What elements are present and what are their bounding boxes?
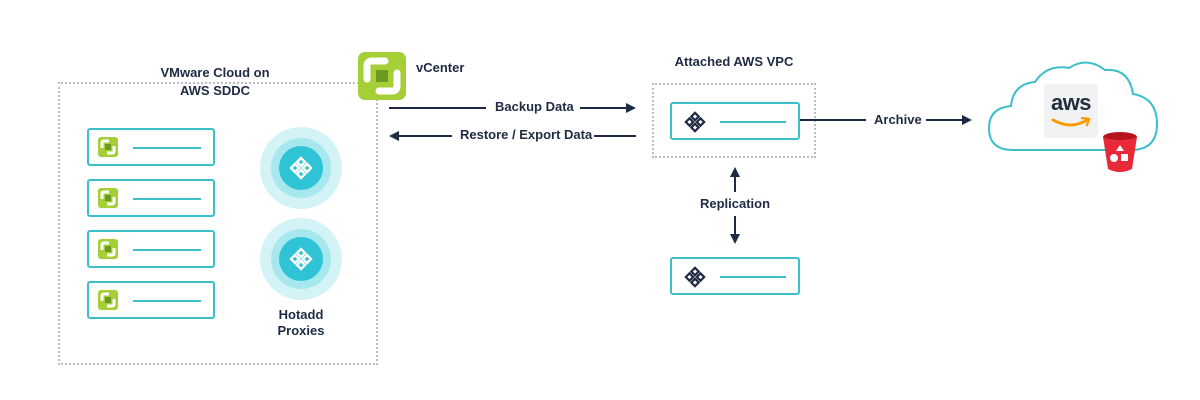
archive-label: Archive <box>874 112 922 127</box>
aws-logo-tile <box>1044 84 1098 138</box>
arrow-right-icon <box>962 115 972 125</box>
replication-label: Replication <box>699 196 771 211</box>
aws-smile-icon <box>1051 117 1091 127</box>
arrow-right-icon <box>626 103 636 113</box>
vmware-icon <box>98 239 118 259</box>
node-icon <box>684 266 706 288</box>
vm-host-box[interactable] <box>87 128 215 166</box>
hotadd-proxies-label: Hotadd Proxies <box>251 307 351 339</box>
sddc-title: VMware Cloud on AWS SDDC <box>130 64 300 100</box>
archive-arrow-line-left <box>800 119 866 121</box>
replica-node-box[interactable] <box>670 257 800 295</box>
vm-host-line <box>133 249 201 251</box>
node-icon <box>684 111 706 133</box>
s3-bucket-icon <box>1103 132 1137 172</box>
replication-line-top <box>734 176 736 192</box>
proxy-core <box>279 237 323 281</box>
sddc-title-line2: AWS SDDC <box>179 83 251 98</box>
vmware-icon <box>98 290 118 310</box>
vm-host-line <box>133 300 201 302</box>
vcenter-label: vCenter <box>416 60 465 75</box>
proxy-node-icon <box>289 156 313 180</box>
replication-line-bottom <box>734 216 736 234</box>
vpc-title: Attached AWS VPC <box>674 54 794 69</box>
replica-node-line <box>720 276 786 278</box>
proxy-node-icon <box>289 247 313 271</box>
aws-logo-text: aws <box>1050 90 1092 115</box>
backup-arrow-line-left <box>389 107 486 109</box>
vm-host-box[interactable] <box>87 179 215 217</box>
vm-host-box[interactable] <box>87 281 215 319</box>
vpc-node-line <box>720 121 786 123</box>
proxy-core <box>279 146 323 190</box>
vmware-icon <box>98 188 118 208</box>
restore-export-label: Restore / Export Data <box>460 127 593 142</box>
arrow-down-icon <box>730 234 740 244</box>
hotadd-proxy[interactable] <box>260 218 342 300</box>
vm-host-line <box>133 198 201 200</box>
backup-data-label: Backup Data <box>495 99 574 114</box>
hotadd-proxies-line2: Proxies <box>277 323 325 338</box>
hotadd-proxies-line1: Hotadd <box>278 307 324 322</box>
vm-host-box[interactable] <box>87 230 215 268</box>
sddc-boundary <box>58 82 378 365</box>
vcenter-icon[interactable] <box>357 51 407 101</box>
vmware-icon <box>98 137 118 157</box>
archive-arrow-line-right <box>926 119 962 121</box>
hotadd-proxy[interactable] <box>260 127 342 209</box>
arrow-left-icon <box>389 131 399 141</box>
vm-host-line <box>133 147 201 149</box>
arrow-up-icon <box>730 167 740 177</box>
backup-arrow-line-right <box>580 107 628 109</box>
restore-arrow-line-left <box>397 135 452 137</box>
vpc-node-box[interactable] <box>670 102 800 140</box>
restore-arrow-line-right <box>594 135 636 137</box>
sddc-title-line1: VMware Cloud on <box>160 65 270 80</box>
